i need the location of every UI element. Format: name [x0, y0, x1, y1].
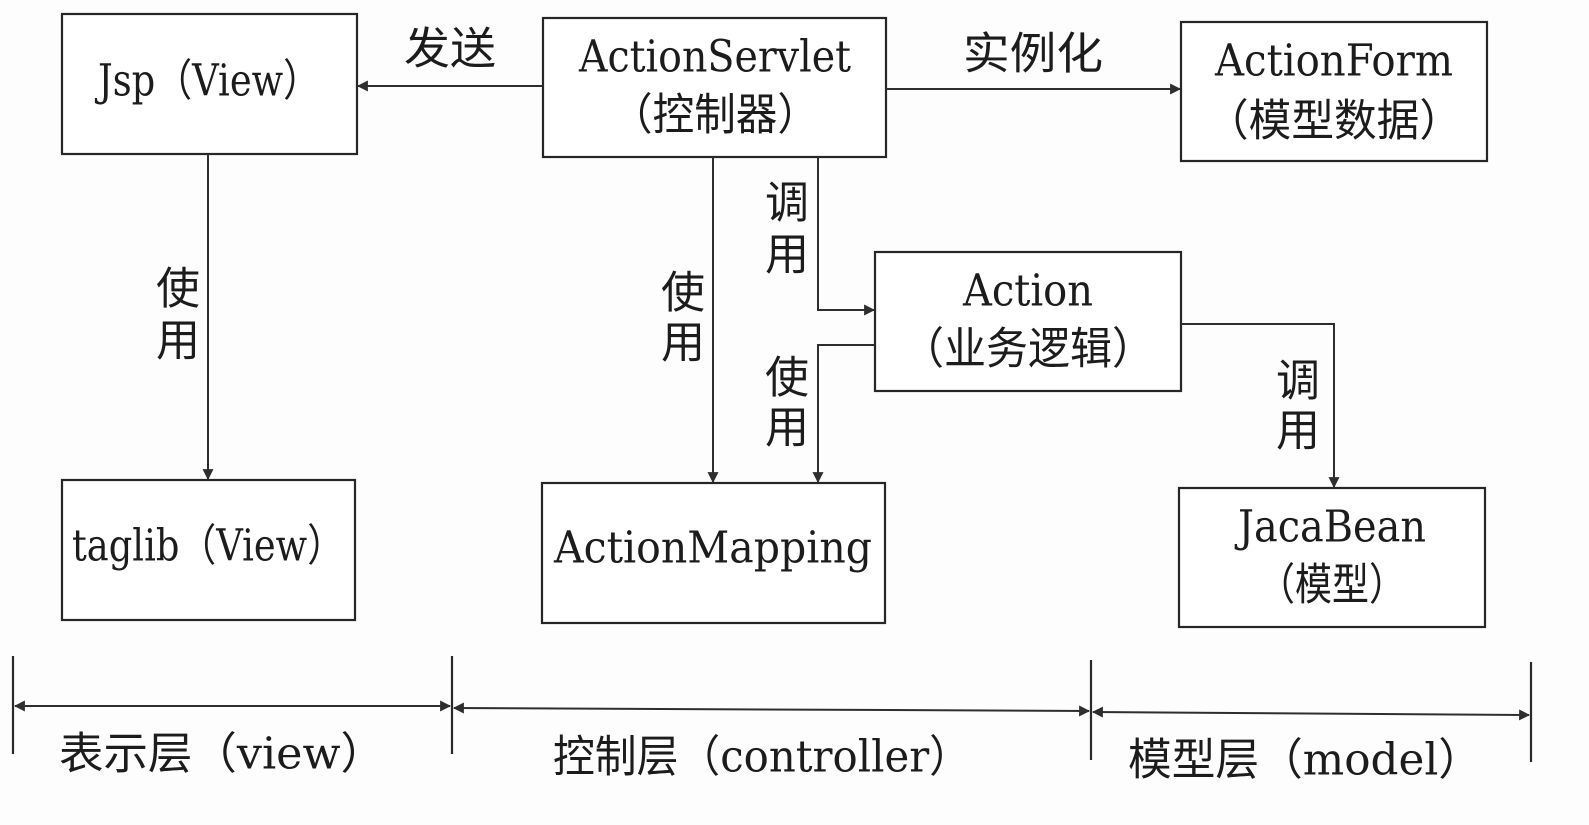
node-action: Action （业务逻辑） — [873, 250, 1183, 393]
label-servlet-use-char1: 使 — [661, 268, 705, 319]
node-taglib: taglib（View） — [60, 478, 357, 622]
arrow-servlet-call-action — [817, 157, 876, 316]
jsp-label: Jsp（View） — [95, 56, 320, 107]
action-mapping-label: ActionMapping — [553, 523, 872, 574]
node-javabean: JacaBean （模型） — [1177, 486, 1487, 629]
label-action-call-char2: 用 — [1276, 406, 1320, 457]
layer-label-model: 模型层（model） — [1128, 735, 1482, 786]
label-send: 发送 — [404, 24, 496, 75]
taglib-label: taglib（View） — [72, 521, 344, 572]
action-sublabel: （业务逻辑） — [902, 324, 1154, 375]
layer-bar: 表示层（view） 控制层（controller） 模型层（model） — [11, 656, 1533, 786]
label-action-use-char2: 用 — [765, 403, 809, 454]
label-action-call-char1: 调 — [1276, 356, 1320, 407]
arrow-layer-controller — [452, 702, 1091, 717]
arrow-layer-model — [1091, 706, 1531, 721]
label-jsp-use-char2: 用 — [156, 316, 200, 367]
node-action-mapping: ActionMapping — [540, 481, 887, 625]
label-servlet-call-char2: 用 — [765, 230, 809, 281]
arrow-action-use-mapping — [812, 344, 875, 484]
node-action-form: ActionForm （模型数据） — [1179, 20, 1489, 163]
node-jsp: Jsp（View） — [60, 12, 359, 156]
javabean-sublabel: （模型） — [1258, 560, 1406, 611]
action-form-sublabel: （模型数据） — [1206, 96, 1462, 147]
label-servlet-call-char1: 调 — [765, 178, 809, 229]
action-form-label: ActionForm — [1214, 36, 1453, 87]
label-instantiate: 实例化 — [963, 29, 1103, 80]
layer-label-controller: 控制层（controller） — [553, 732, 971, 783]
label-servlet-use-char2: 用 — [661, 318, 705, 369]
action-servlet-sublabel: （控制器） — [611, 90, 819, 141]
action-servlet-label: ActionServlet — [578, 32, 851, 83]
label-action-use-char1: 使 — [765, 353, 809, 404]
node-action-servlet: ActionServlet （控制器） — [541, 16, 888, 159]
javabean-label: JacaBean — [1234, 502, 1426, 553]
arrow-action-call-javabean — [1181, 323, 1340, 489]
label-jsp-use-char1: 使 — [156, 264, 200, 315]
action-label: Action — [962, 266, 1093, 317]
struts-architecture-diagram: Jsp（View） ActionServlet （控制器） ActionForm… — [11, 12, 1533, 786]
layer-label-view: 表示层（view） — [59, 729, 385, 780]
